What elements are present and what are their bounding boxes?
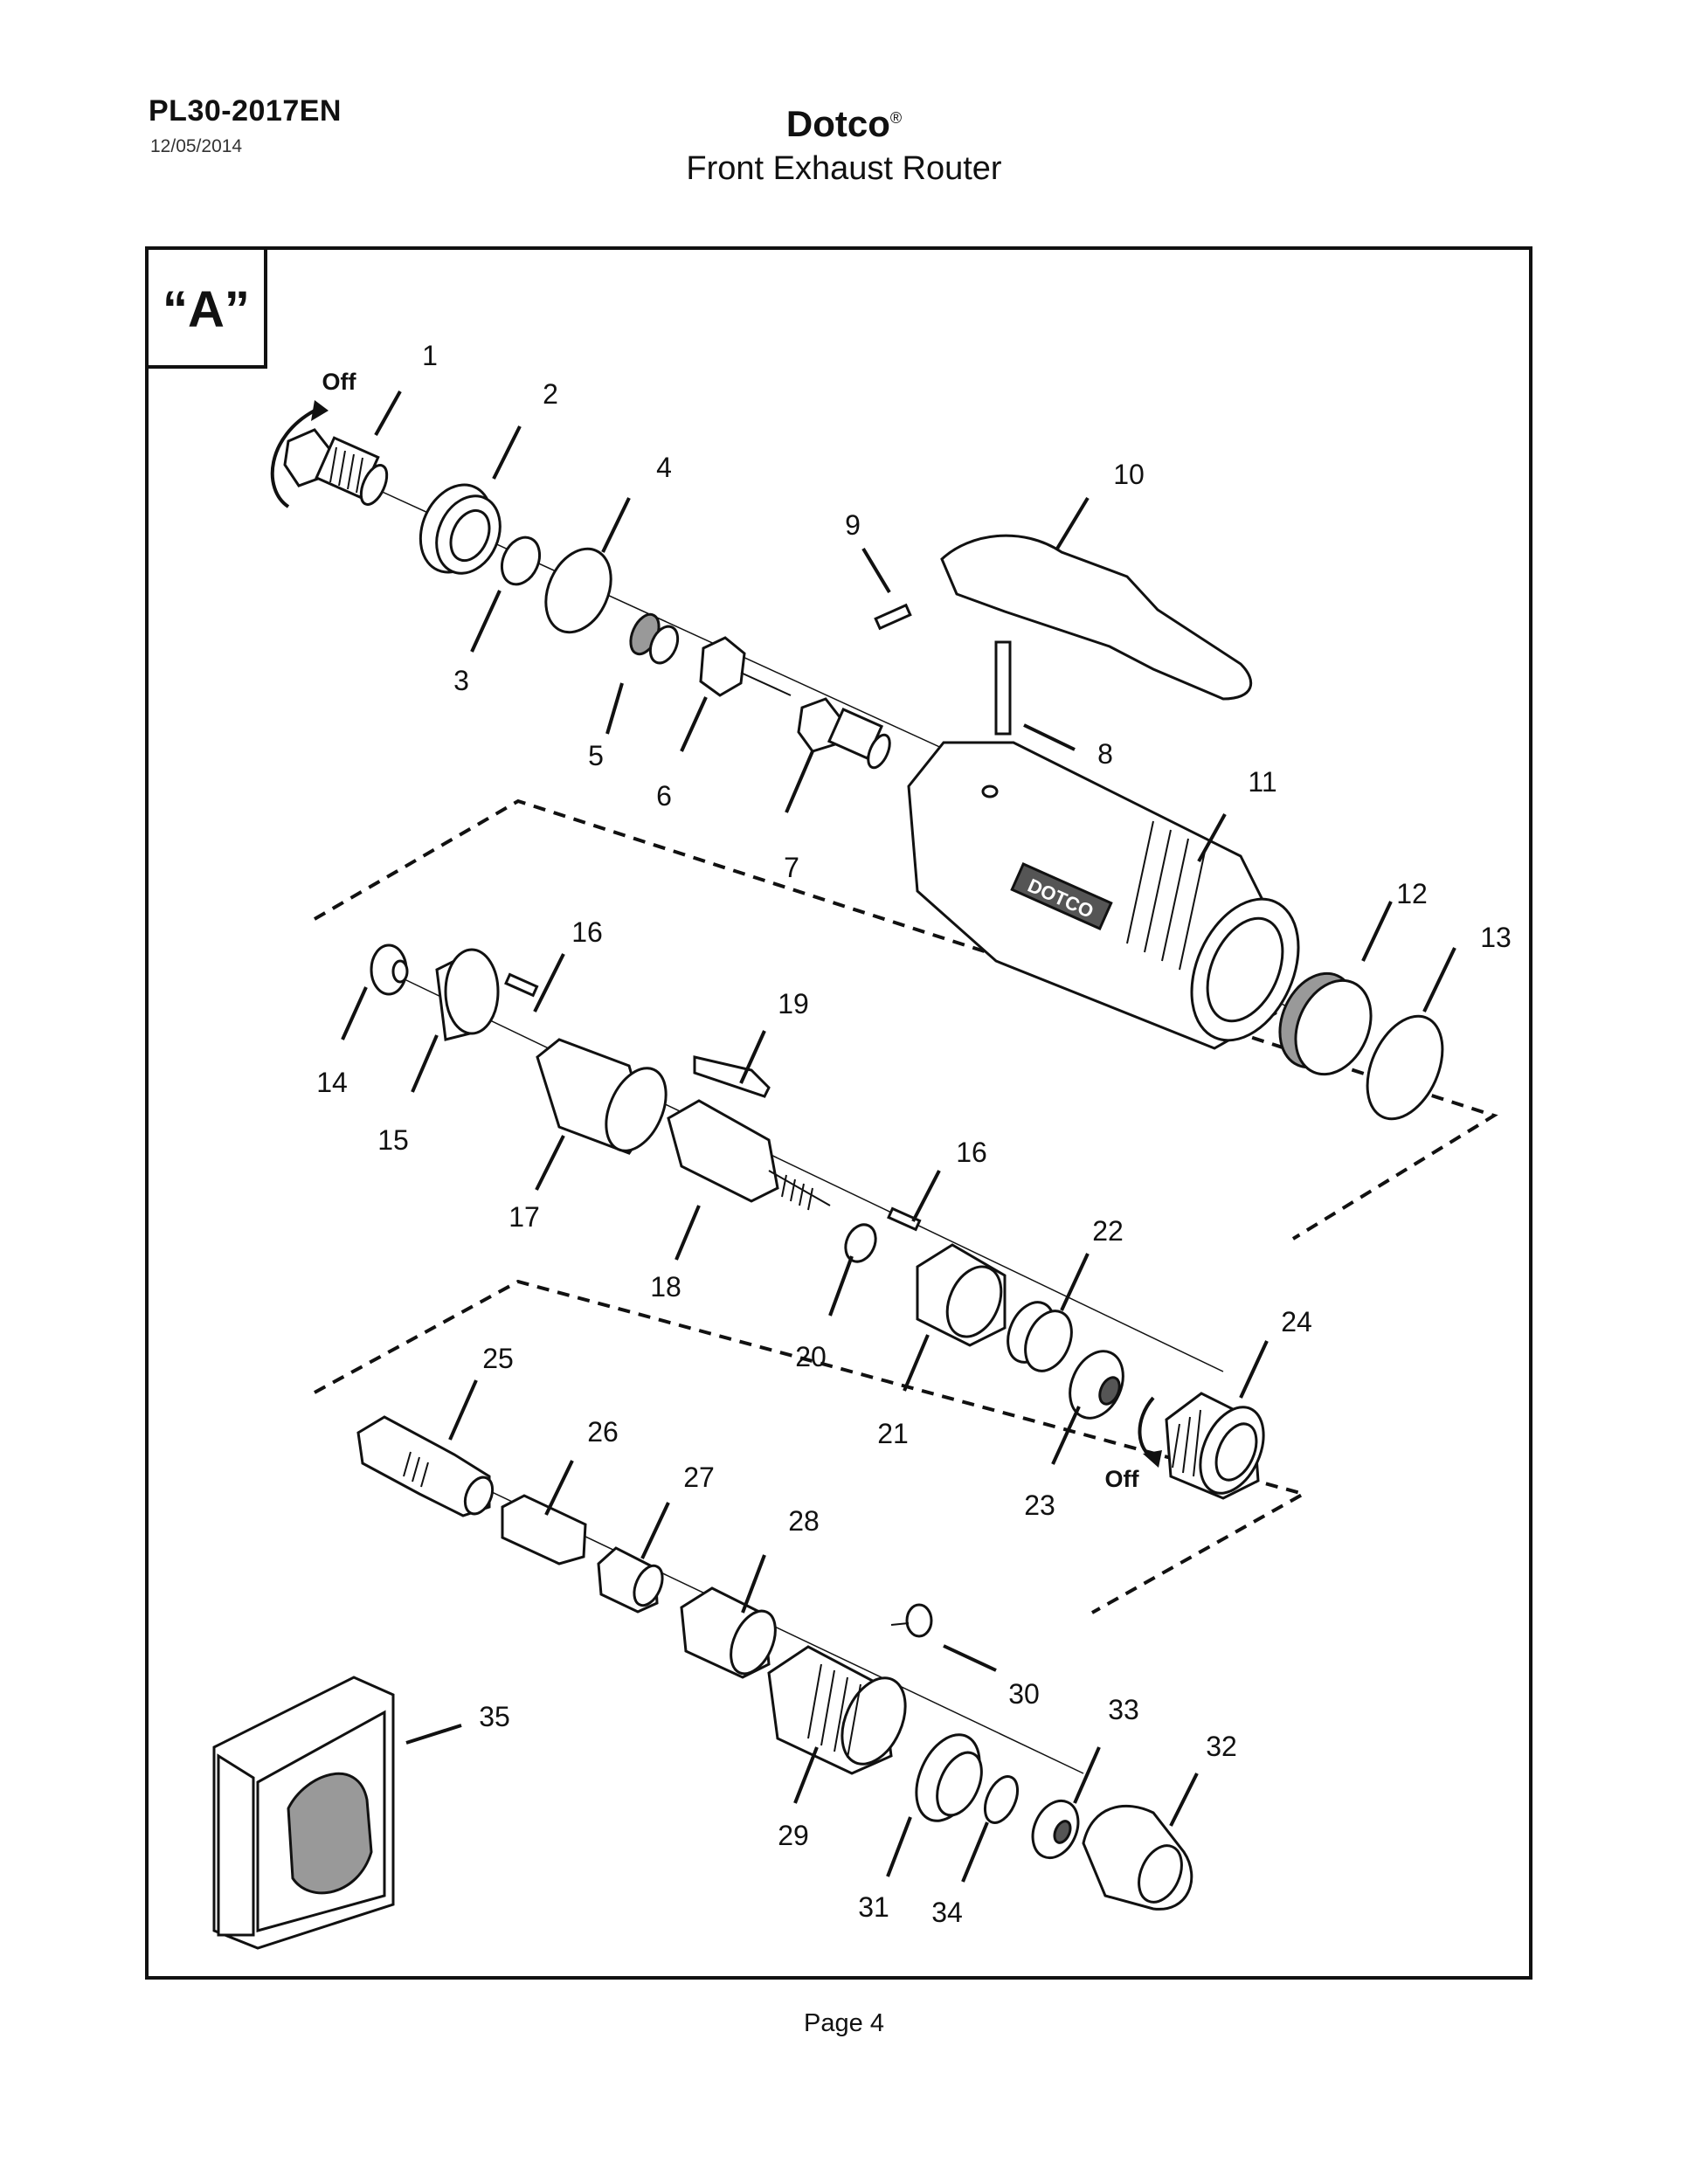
- callout-34: 34: [931, 1897, 963, 1928]
- part-19-rotor-blade: [693, 1055, 771, 1098]
- part-4-o-ring: [544, 547, 612, 634]
- callout-26: 26: [587, 1416, 619, 1448]
- callout-7: 7: [784, 852, 799, 883]
- part-11-motor-housing: DOTCO: [907, 741, 1300, 1050]
- callout-17: 17: [508, 1201, 540, 1233]
- part-12-muffler: [1278, 971, 1373, 1076]
- part-17-cylinder: [536, 1038, 668, 1155]
- callout-4: 4: [656, 452, 672, 483]
- page-number: Page 4: [804, 2009, 884, 2037]
- callout-32: 32: [1206, 1731, 1237, 1762]
- callout-21: 21: [877, 1418, 909, 1449]
- off-arrow-head-bottom: [1143, 1450, 1162, 1468]
- off-rotation-arrow-top: [270, 409, 315, 508]
- part-16-dowel-pin-b: [887, 1206, 922, 1232]
- callout-12: 12: [1396, 878, 1428, 909]
- callout-13: 13: [1480, 922, 1512, 953]
- callout-24: 24: [1281, 1306, 1312, 1337]
- part-28-sleeve: [680, 1586, 777, 1679]
- off-label-top: Off: [322, 369, 357, 395]
- part-21-front-end-plate: [916, 1243, 1007, 1347]
- diagram-frame: [145, 246, 1532, 1980]
- callout-31: 31: [858, 1891, 889, 1923]
- brand-title: Dotco®: [0, 103, 1688, 145]
- callout-33: 33: [1108, 1694, 1139, 1725]
- document-number: PL30-2017EN: [149, 94, 342, 128]
- part-35-wrench: [212, 1676, 395, 1950]
- part-3-o-ring: [500, 536, 542, 586]
- part-22-o-rings: [1007, 1301, 1073, 1372]
- off-arrow-head-top: [311, 400, 329, 421]
- document-subtitle: Front Exhaust Router: [686, 150, 1002, 187]
- registered-mark: ®: [889, 109, 903, 127]
- off-label-bottom: Off: [1105, 1466, 1140, 1492]
- part-15-rear-end-plate: [435, 948, 500, 1041]
- callout-27: 27: [683, 1462, 715, 1493]
- callout-25: 25: [482, 1343, 514, 1374]
- callout-16: 16: [571, 916, 603, 948]
- view-label-box: [145, 246, 267, 369]
- callout-3: 3: [453, 665, 469, 696]
- callout-6: 6: [656, 780, 672, 812]
- callout-23: 23: [1024, 1489, 1055, 1521]
- part-34-o-ring: [983, 1775, 1020, 1824]
- callout-10: 10: [1113, 459, 1145, 490]
- brand-name: Dotco: [785, 103, 890, 144]
- callout-19: 19: [778, 988, 809, 1019]
- callout-35: 35: [479, 1701, 510, 1732]
- part-7-valve-bushing: [797, 697, 891, 770]
- part-6-valve-stem: [699, 636, 792, 697]
- callout-8: 8: [1097, 738, 1113, 770]
- callout-leaders: [341, 390, 1456, 1883]
- part-9-lever-pin: [874, 603, 912, 631]
- callout-15: 15: [377, 1124, 409, 1156]
- callout-28: 28: [788, 1505, 820, 1537]
- part-23-front-bearing: [1069, 1350, 1124, 1420]
- part-1-inlet-fitting: [283, 428, 389, 506]
- part-33-bearing: [1031, 1799, 1080, 1860]
- callout-29: 29: [778, 1820, 809, 1851]
- part-18-rotor: [667, 1099, 831, 1211]
- part-31-lock-ring: [915, 1733, 983, 1822]
- callout-18: 18: [650, 1271, 681, 1303]
- callout-16-second: 16: [956, 1137, 987, 1168]
- part-25-spindle: [356, 1415, 495, 1517]
- document-date: 12/05/2014: [150, 136, 243, 156]
- spindle-group-outline: [314, 1279, 1309, 1614]
- off-rotation-arrow-bottom: [1138, 1396, 1156, 1461]
- callout-labels: 1 2 3 4 5 6 7 8 9 10 11 12 13 14 15 16 1…: [316, 340, 1512, 1928]
- callout-2: 2: [543, 378, 558, 410]
- part-10-throttle-lever: [940, 534, 1253, 701]
- part-27-collet-insert: [597, 1546, 664, 1614]
- part-29-collet-nut: [767, 1645, 907, 1775]
- callout-5: 5: [588, 740, 604, 771]
- part-24-bearing-retainer: [1165, 1392, 1265, 1500]
- part-8-pivot-pin: [994, 640, 1012, 736]
- part-14-rear-bearing: [370, 943, 409, 996]
- part-16-dowel-pin-a: [504, 972, 539, 998]
- callout-1: 1: [422, 340, 438, 371]
- callout-14: 14: [316, 1067, 348, 1098]
- part-13-exhaust-screen: [1366, 1014, 1444, 1121]
- view-label: “A”: [163, 281, 250, 338]
- callout-9: 9: [845, 509, 861, 541]
- part-2-retainer-ring: [419, 483, 502, 575]
- callout-20: 20: [795, 1341, 827, 1372]
- part-26-collet: [501, 1494, 587, 1565]
- assembly-axis-motor: [384, 969, 1224, 1372]
- part-32-nose-guide: [1082, 1805, 1193, 1911]
- callout-22: 22: [1092, 1215, 1124, 1247]
- callout-30: 30: [1008, 1678, 1040, 1710]
- part-5-valve: [629, 612, 680, 665]
- part-30-depth-screw: [890, 1603, 933, 1638]
- part-20-spacer: [844, 1223, 877, 1263]
- callout-11: 11: [1248, 766, 1276, 798]
